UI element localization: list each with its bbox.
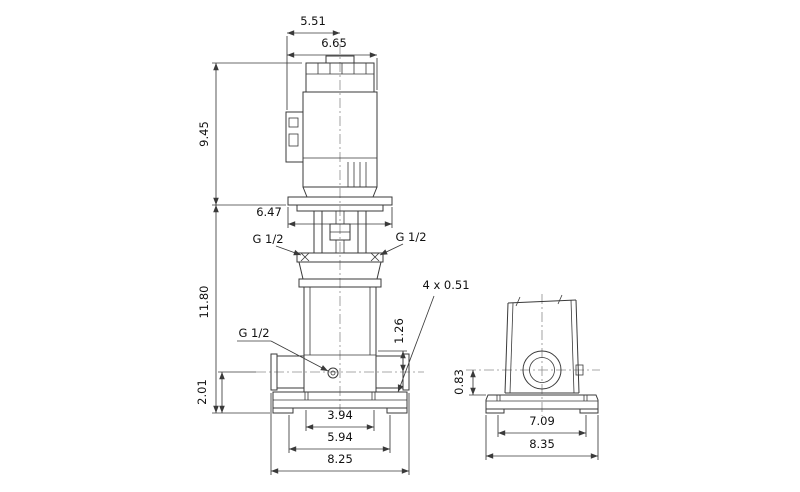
port-right-label: G 1/2 bbox=[395, 230, 426, 244]
side-body bbox=[504, 294, 584, 394]
dim-side-base-height: 0.83 bbox=[452, 369, 486, 396]
pump-cylinder bbox=[303, 287, 377, 392]
port-label-left: G 1/2 bbox=[252, 232, 302, 256]
front-view: 5.51 6.65 9.45 6.47 G 1/2 G 1/2 bbox=[195, 14, 470, 475]
port-left-label: G 1/2 bbox=[252, 232, 283, 246]
dim-label-top-width: 5.51 bbox=[300, 14, 326, 28]
dim-label-motor-height: 9.45 bbox=[197, 121, 211, 147]
dim-motor-width: 6.65 bbox=[287, 36, 378, 90]
dim-label-side-hole-spacing: 7.09 bbox=[529, 414, 555, 428]
dim-motor-top-width: 5.51 bbox=[286, 14, 340, 110]
dim-label-side-base-height: 0.83 bbox=[452, 369, 466, 395]
side-plug bbox=[575, 364, 584, 376]
motor bbox=[302, 55, 378, 198]
dim-label-base-width: 8.25 bbox=[327, 452, 353, 466]
dim-label-slot-spacing: 5.94 bbox=[327, 430, 353, 444]
coupling-guard bbox=[313, 210, 367, 254]
port-circle bbox=[522, 350, 562, 390]
dim-label-port-height: 2.01 bbox=[195, 379, 209, 405]
dim-slot-spacing: 5.94 bbox=[288, 415, 391, 453]
pump-head bbox=[296, 252, 384, 288]
centerlines bbox=[256, 44, 424, 416]
dim-port-offset: 1.26 bbox=[378, 318, 407, 372]
dim-side-hole-spacing: 7.09 bbox=[497, 414, 587, 437]
terminal-box bbox=[285, 111, 304, 163]
base-holes-label: 4 x 0.51 bbox=[422, 278, 469, 292]
base bbox=[272, 391, 408, 414]
drain-port-label: G 1/2 bbox=[238, 326, 269, 340]
dim-label-hole-spacing: 3.94 bbox=[327, 408, 353, 422]
side-view: 0.83 7.09 8.35 bbox=[452, 294, 600, 460]
drain-plug bbox=[327, 367, 339, 379]
dim-base-width: 8.25 bbox=[270, 393, 410, 475]
drain-plug-circle bbox=[327, 367, 339, 379]
callout-base-holes: 4 x 0.51 bbox=[397, 278, 470, 393]
dim-side-base-depth: 8.35 bbox=[485, 415, 599, 460]
port-label-drain: G 1/2 bbox=[237, 326, 329, 372]
dim-hole-spacing: 3.94 bbox=[305, 408, 375, 431]
dim-label-motor-width: 6.65 bbox=[321, 36, 347, 50]
dim-label-flange-width: 6.47 bbox=[256, 205, 282, 219]
dim-label-port-offset: 1.26 bbox=[392, 318, 406, 344]
dim-label-pump-height: 11.80 bbox=[197, 286, 211, 319]
dim-label-side-base-depth: 8.35 bbox=[529, 437, 555, 451]
motor-flange bbox=[287, 196, 393, 212]
dim-flange-width: 6.47 bbox=[256, 205, 393, 228]
dim-motor-height: 9.45 bbox=[197, 62, 302, 206]
side-centerlines bbox=[466, 294, 600, 416]
dim-port-height: 2.01 bbox=[195, 371, 256, 413]
port-label-right: G 1/2 bbox=[379, 230, 427, 256]
side-base bbox=[485, 394, 599, 414]
